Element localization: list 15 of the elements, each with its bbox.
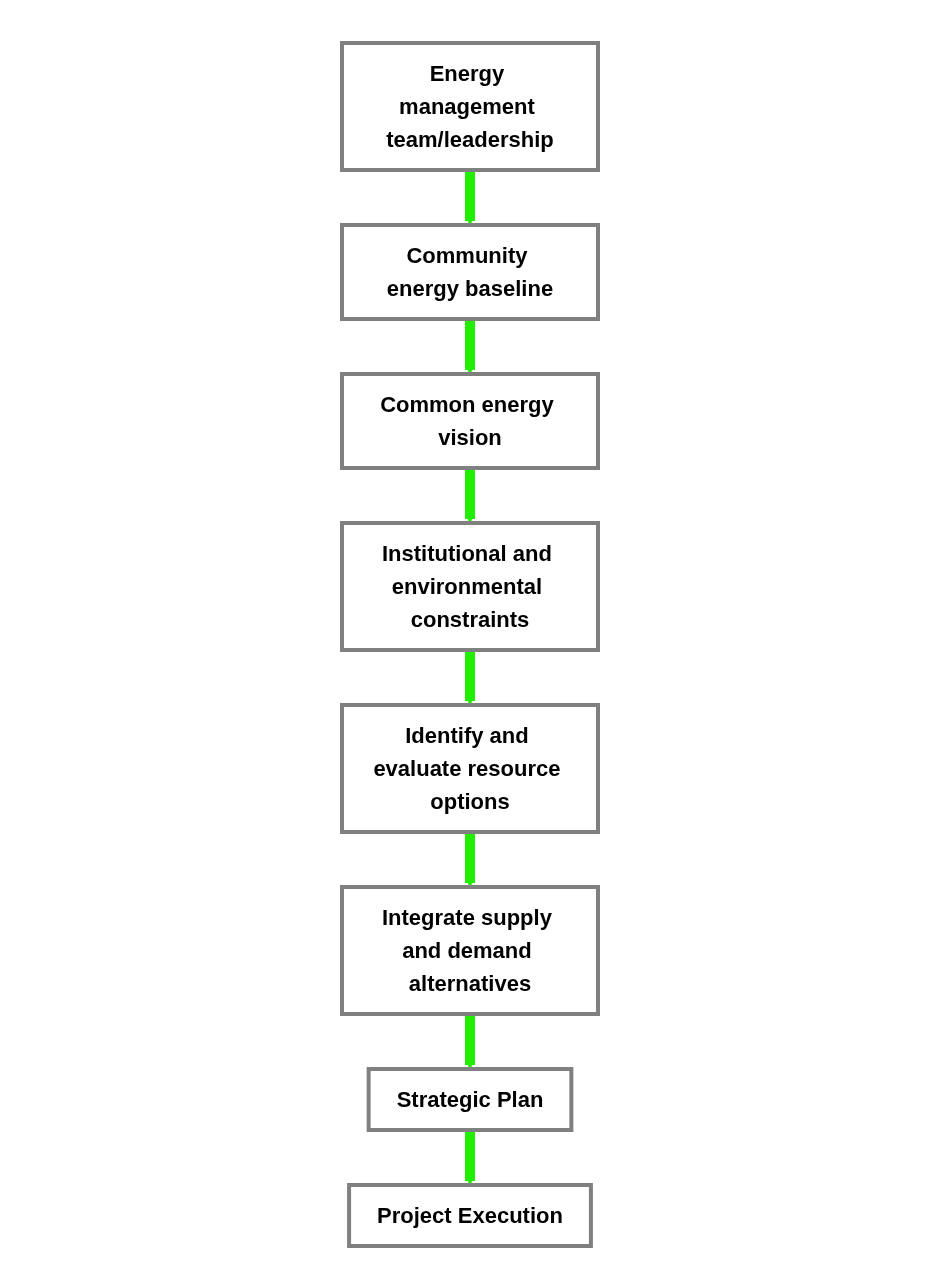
node-box: Integrate supply and demand alternatives (340, 884, 600, 1016)
node-box: Strategic Plan (366, 1066, 574, 1132)
node-box: Community energy baseline (340, 222, 600, 321)
node-box: Energy management team/leadership (340, 40, 600, 172)
node-box: Project Execution (347, 1182, 593, 1248)
arrow (465, 169, 475, 225)
arrow (465, 318, 475, 374)
node-box: Common energy vision (340, 371, 600, 470)
node-box: Institutional and environmental constraints (340, 520, 600, 652)
arrow (465, 649, 475, 705)
arrow (465, 1013, 475, 1069)
arrow (465, 831, 475, 887)
arrow (465, 1129, 475, 1185)
node-box: Identify and evaluate resource options (340, 702, 600, 834)
arrow (465, 467, 475, 523)
